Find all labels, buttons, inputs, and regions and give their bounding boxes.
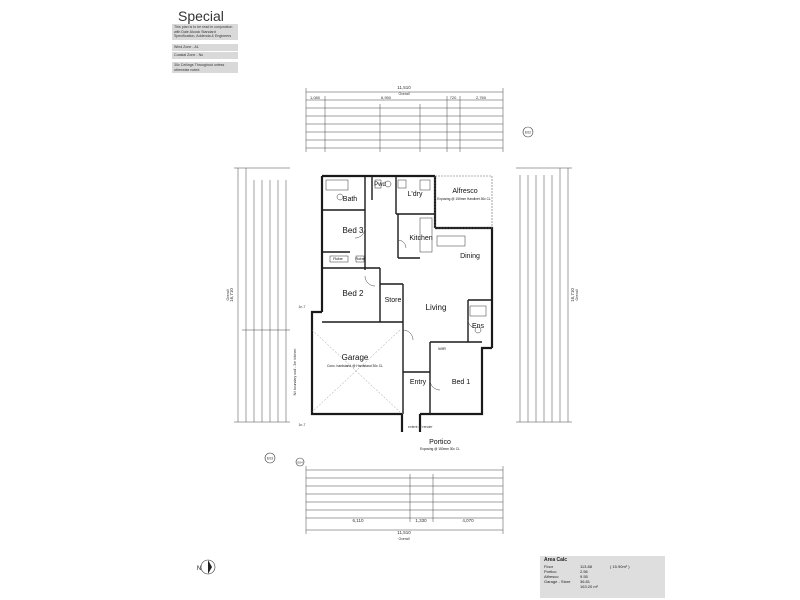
room-bed-1: Bed 1: [452, 379, 470, 386]
note-text: This plan is to be read in conjunction w…: [174, 25, 233, 39]
door-swings: [354, 227, 477, 391]
spec-note: This plan is to be read in conjunction w…: [172, 24, 238, 40]
bottom-dimension-lines: [305, 466, 504, 534]
alfresco-outline: [434, 175, 493, 229]
room-laundry: L'dry: [408, 191, 423, 198]
render-note: extent of render: [408, 425, 433, 429]
area-calc-table: Area Calc Floor 113.88 ( 15.90m² ) Porti…: [540, 556, 665, 598]
bottom-dim-1: 6,110: [353, 518, 364, 523]
overall-left-dim: 16,710: [229, 288, 234, 302]
marker-label: E02: [525, 131, 531, 135]
room-ensuite: Ens: [472, 323, 485, 330]
portico-note: Exposing @ 150mm 30c CL: [420, 447, 460, 451]
top-dim-1: 1,080: [310, 95, 321, 100]
area-row: Alfresco 9.55: [544, 574, 661, 579]
marker-label: E03: [267, 457, 273, 461]
interior-walls: [322, 176, 492, 414]
section-marker-sw: E03: [264, 452, 276, 464]
note-text: 30c Ceilings Throughout unless otherwise…: [174, 63, 225, 72]
compass-north-label: N: [197, 566, 201, 572]
room-bed-3: Bed 3: [343, 226, 364, 235]
room-robe: Robe: [333, 256, 343, 261]
area-row-value: 9.55: [580, 574, 588, 579]
area-row-value: 36.81: [580, 579, 591, 584]
area-row-name: Garage - Store: [544, 579, 571, 584]
garage-roof-lines: [311, 329, 401, 413]
boundary-wall-note: Nil boundary wall - 3m kitchen: [293, 349, 297, 396]
bottom-dim-3: 4,070: [462, 518, 474, 523]
top-dim-2: 6,950: [381, 95, 392, 100]
room-entry: Entry: [410, 379, 427, 386]
area-row-name: Portico: [544, 569, 557, 574]
ceiling-note: 30c Ceilings Throughout unless otherwise…: [172, 62, 238, 74]
area-row-name: Alfresco: [544, 574, 559, 579]
note-text: Wind Zone - A1: [174, 45, 199, 49]
plan-title: Special: [178, 8, 224, 24]
overall-top-dim: 11,510: [397, 85, 411, 90]
room-wir: WIR: [438, 346, 446, 351]
room-store: Store: [385, 297, 402, 304]
area-row-extra: ( 15.90m² ): [610, 564, 630, 569]
section-marker-top: E02: [522, 126, 534, 138]
room-kitchen: Kitchen: [409, 235, 432, 242]
top-dim-4: 2,760: [476, 95, 487, 100]
elevation-marker-upper: 1n-7: [298, 305, 305, 309]
area-row-value: 113.88: [580, 564, 592, 569]
note-text: Coastal Zone - No: [174, 53, 204, 57]
wind-zone-note: Wind Zone - A1: [172, 44, 238, 51]
garage-note: Conc. hardstand @ Hardstand 30c CL: [327, 364, 383, 368]
marker-label: E04: [297, 461, 303, 465]
room-bed-2: Bed 2: [343, 289, 364, 298]
overall-bottom-label: Overall: [398, 537, 409, 541]
elevation-marker-lower: 1n-7: [298, 423, 305, 427]
overall-bottom-dim: 11,510: [397, 530, 411, 535]
area-row: Floor 113.88 ( 15.90m² ): [544, 564, 661, 569]
overall-right-label: Overall: [575, 289, 579, 300]
room-bath: Bath: [343, 196, 358, 203]
room-portico: Portico: [429, 439, 451, 446]
area-row: Portico 2.56: [544, 569, 661, 574]
alfresco-note: Exposing @ 150mm Handlnet 30c CL: [437, 197, 491, 201]
left-dimension-lines: [234, 167, 290, 423]
area-row-value: 2.56: [580, 569, 588, 574]
area-total: 163.20 m²: [580, 584, 599, 589]
right-dimension-lines: [516, 167, 572, 423]
overall-top-label: Overall: [398, 92, 409, 96]
room-alfresco: Alfresco: [452, 188, 477, 195]
room-dining: Dining: [460, 253, 480, 260]
coastal-zone-note: Coastal Zone - No: [172, 52, 238, 59]
room-garage: Garage: [342, 353, 369, 362]
top-dimension-lines: [305, 88, 504, 152]
area-row-name: Floor: [544, 564, 554, 569]
top-dim-3: 720: [450, 95, 457, 100]
room-pwd: Pwd: [374, 182, 386, 188]
room-living: Living: [426, 303, 447, 312]
fixtures: [325, 179, 487, 334]
overall-right-dim: 16,710: [570, 288, 575, 302]
room-robe-2: Robe: [355, 256, 365, 261]
bottom-dim-2: 1,330: [415, 518, 427, 523]
overall-left-label: Overall: [226, 289, 230, 300]
area-calc-title: Area Calc: [544, 557, 568, 563]
area-row: Garage - Store 36.81: [544, 579, 661, 584]
north-compass: N: [197, 559, 216, 575]
section-marker-bottom: E04: [295, 457, 305, 467]
